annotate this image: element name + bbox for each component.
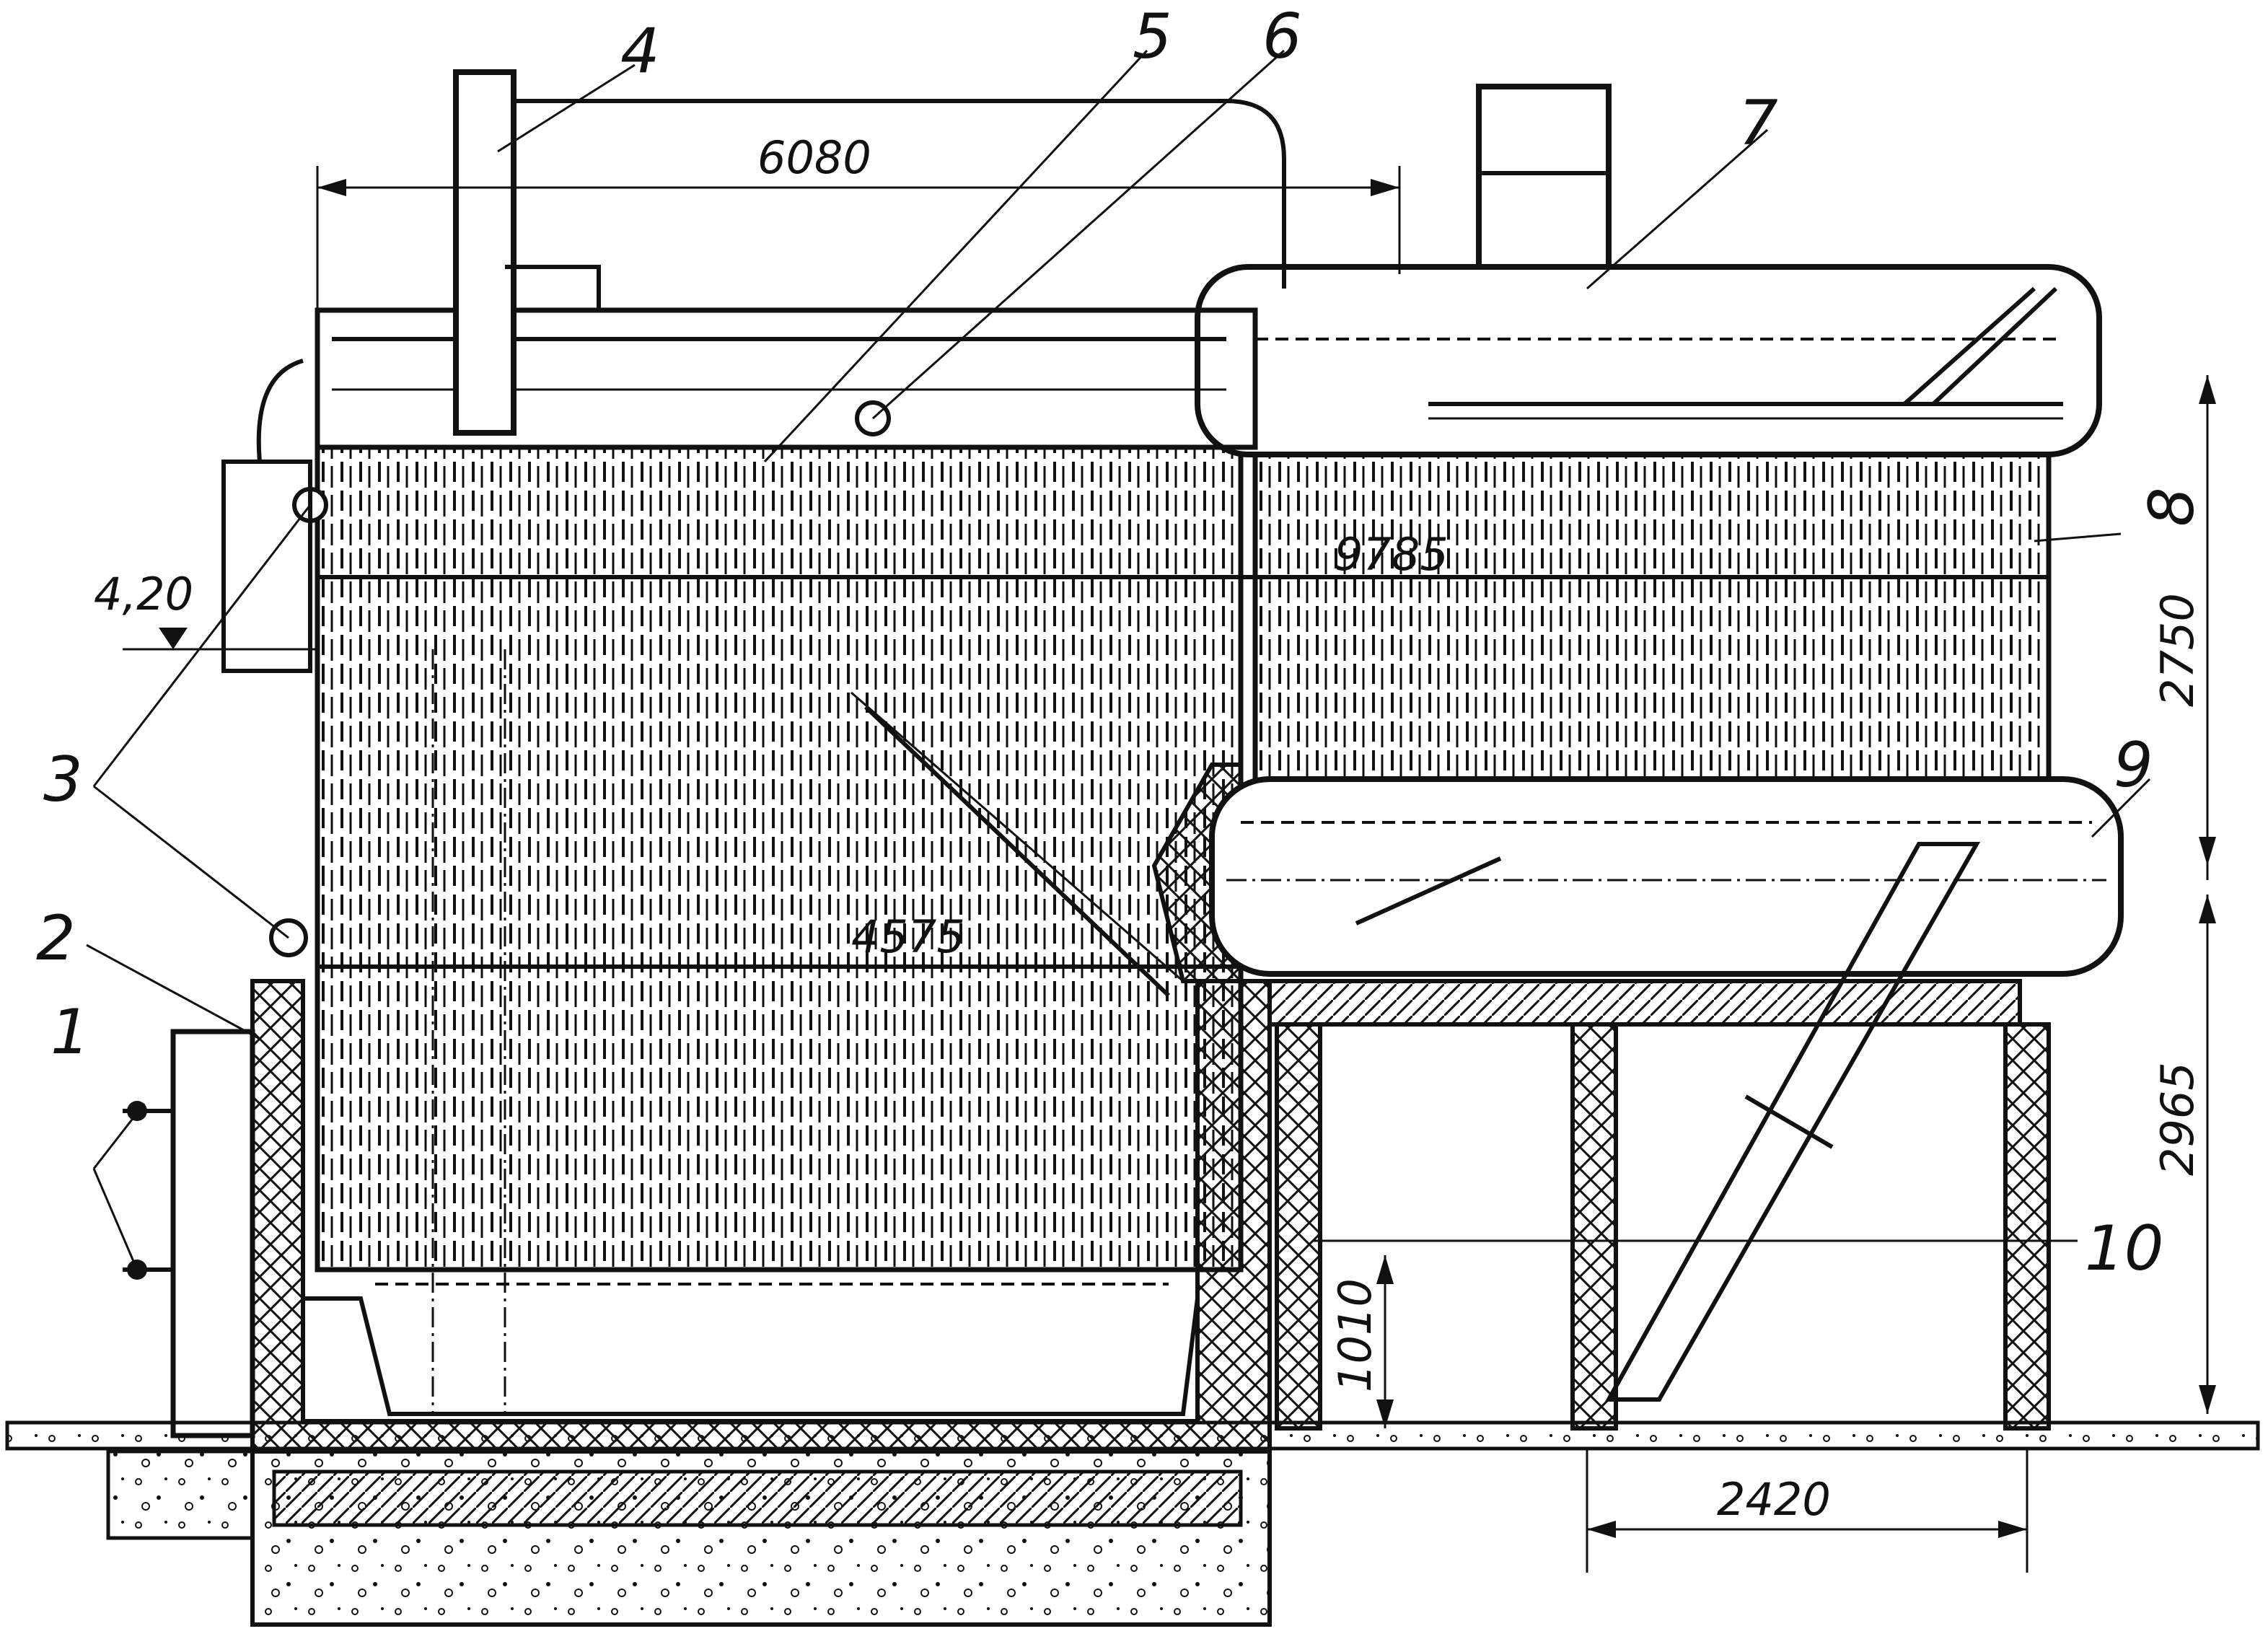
dimension-lines: [123, 166, 2216, 1573]
dim-lower-height: 2965: [2151, 1062, 2204, 1176]
callout-5: 5: [1133, 1, 1172, 73]
callout-3: 3: [43, 744, 83, 816]
tube-bank: [315, 444, 2052, 1414]
foundation: [106, 1449, 1272, 1627]
dim-top-length: 6080: [757, 131, 871, 184]
dim-drum-length: 9785: [1335, 528, 1449, 581]
callout-8: 8: [2136, 487, 2208, 527]
dim-support-height: 1010: [1329, 1278, 1381, 1392]
callout-4: 4: [620, 15, 660, 87]
dim-inner-length: 4575: [851, 910, 965, 963]
leader-lines: [86, 49, 2151, 1270]
dim-level-mark: 4,20: [94, 568, 193, 620]
callout-1: 1: [50, 996, 90, 1068]
callout-6: 6: [1262, 1, 1302, 73]
dim-support-span: 2420: [1717, 1473, 1831, 1526]
left-fittings: [123, 460, 312, 1438]
callout-2: 2: [36, 902, 76, 975]
callout-9: 9: [2114, 729, 2153, 801]
callout-7: 7: [1739, 87, 1778, 159]
lower-drum: [1209, 776, 2124, 977]
upper-drum: [1195, 84, 2102, 457]
callout-10: 10: [2085, 1213, 2163, 1285]
dim-upper-height: 2750: [2151, 593, 2204, 707]
support-columns: [1275, 842, 2051, 1431]
